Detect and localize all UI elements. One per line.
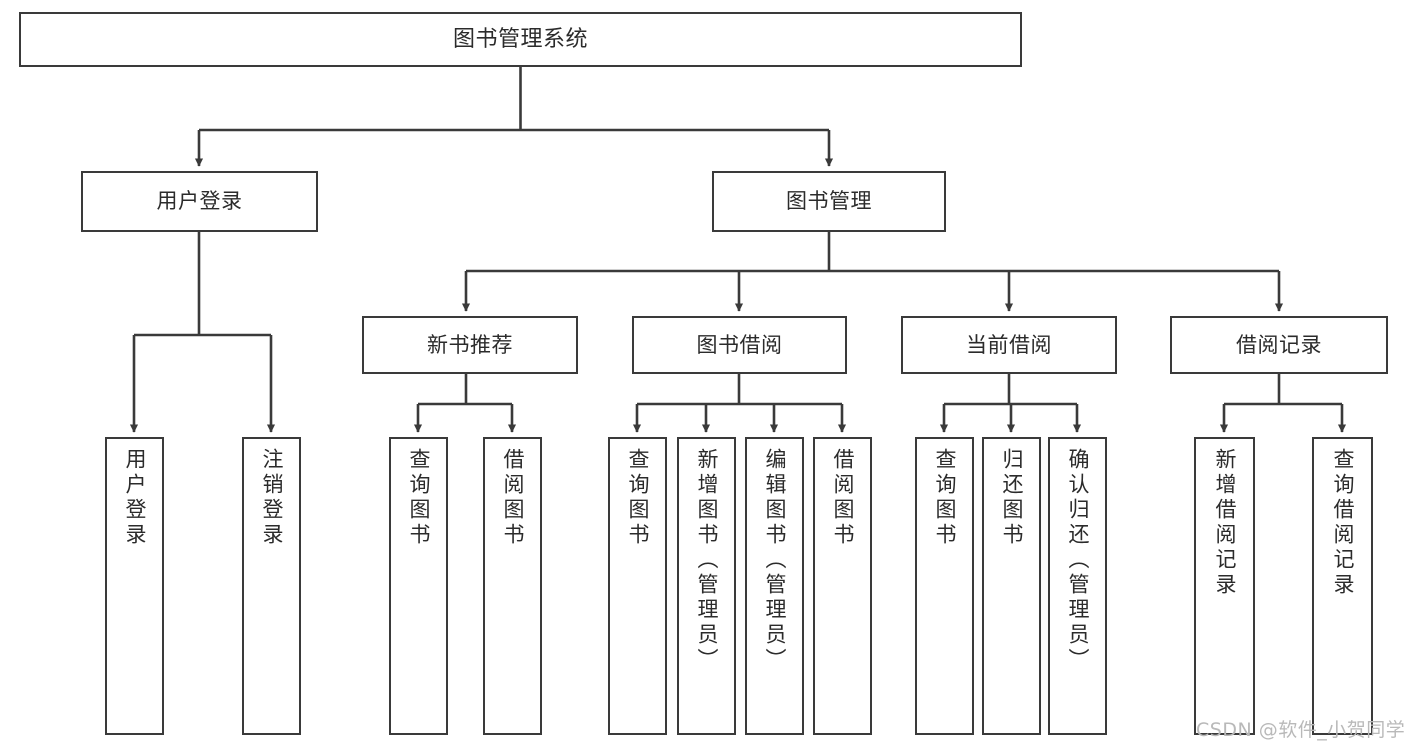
node-label: 借阅记录 [1236, 332, 1322, 357]
node-new-book-recommend[interactable]: 新书推荐 [362, 316, 578, 374]
node-leaf-query-book-2[interactable]: 查询图书 [608, 437, 667, 735]
node-leaf-logout[interactable]: 注销登录 [242, 437, 301, 735]
node-borrow-record[interactable]: 借阅记录 [1170, 316, 1388, 374]
node-label: 用户登录 [156, 189, 243, 214]
node-leaf-user-login[interactable]: 用户登录 [105, 437, 164, 735]
node-book-manage[interactable]: 图书管理 [712, 171, 946, 232]
node-book-borrow[interactable]: 图书借阅 [632, 316, 847, 374]
node-leaf-confirm-return[interactable]: 确认归还（管理员） [1048, 437, 1107, 735]
node-root-system[interactable]: 图书管理系统 [19, 12, 1022, 67]
node-label: 确认归还（管理员） [1066, 448, 1090, 673]
node-leaf-query-book-3[interactable]: 查询图书 [915, 437, 974, 735]
node-label: 借阅图书 [831, 448, 855, 548]
node-leaf-add-book[interactable]: 新增图书（管理员） [677, 437, 736, 735]
node-label: 新书推荐 [427, 332, 513, 357]
node-label: 查询借阅记录 [1331, 448, 1355, 598]
node-label: 图书管理系统 [452, 26, 588, 52]
node-label: 新增图书（管理员） [695, 448, 719, 673]
node-leaf-query-book-1[interactable]: 查询图书 [389, 437, 448, 735]
node-leaf-borrow-book-1[interactable]: 借阅图书 [483, 437, 542, 735]
node-leaf-return-book[interactable]: 归还图书 [982, 437, 1041, 735]
node-label: 用户登录 [123, 448, 147, 548]
node-label: 查询图书 [407, 448, 431, 548]
node-user-login[interactable]: 用户登录 [81, 171, 318, 232]
node-label: 归还图书 [1000, 448, 1024, 548]
node-label: 借阅图书 [501, 448, 525, 548]
node-leaf-add-record[interactable]: 新增借阅记录 [1194, 437, 1255, 735]
node-label: 图书借阅 [696, 332, 783, 357]
node-leaf-query-record[interactable]: 查询借阅记录 [1312, 437, 1373, 735]
node-label: 查询图书 [933, 448, 957, 548]
node-leaf-borrow-book-2[interactable]: 借阅图书 [813, 437, 872, 735]
node-label: 注销登录 [260, 448, 284, 548]
csdn-watermark: CSDN @软件_小贺同学 [1196, 719, 1405, 741]
node-label: 新增借阅记录 [1213, 448, 1237, 598]
node-label: 编辑图书（管理员） [763, 448, 787, 673]
node-label: 图书管理 [786, 189, 872, 214]
node-label: 当前借阅 [966, 332, 1052, 357]
node-leaf-edit-book[interactable]: 编辑图书（管理员） [745, 437, 804, 735]
node-label: 查询图书 [626, 448, 650, 548]
node-current-borrow[interactable]: 当前借阅 [901, 316, 1117, 374]
